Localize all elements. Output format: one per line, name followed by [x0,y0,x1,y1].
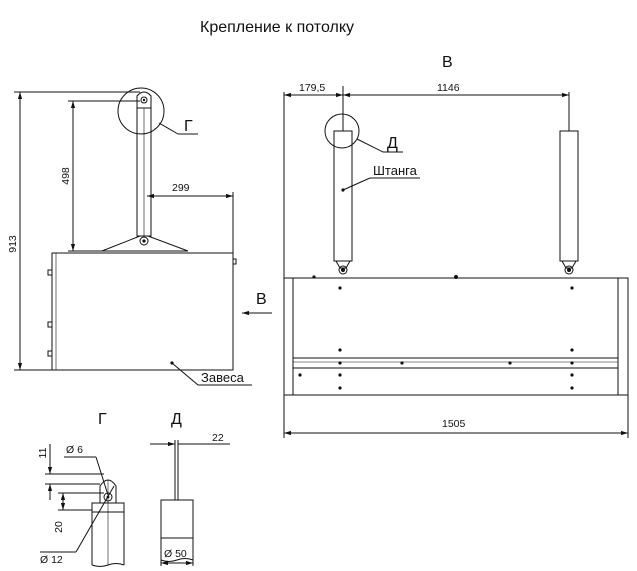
dim-913: 913 [7,235,19,253]
rod-label: Штанга [373,163,418,178]
curtain-body-side [51,252,234,371]
dim-d50: Ø 50 [164,548,187,560]
dim-498: 498 [60,167,72,185]
dim-299: 299 [172,182,190,194]
callout-circle-g [117,87,165,135]
callout-circle-d [324,113,360,149]
rod-right [559,130,579,262]
curtain-body-front [283,277,629,396]
callout-g-label: Г [184,118,193,135]
dim-179-5: 179,5 [299,82,325,94]
detail-d-title: Д [171,411,182,428]
dim-1146: 1146 [437,82,460,94]
front-view-title: В [442,54,453,71]
view-arrow-label: В [256,291,267,308]
dim-d12: Ø 12 [40,554,63,566]
rod-left [333,130,353,262]
dim-22: 22 [212,432,224,444]
detail-d-tube [160,499,194,539]
curtain-label: Завеса [201,370,245,385]
dim-1505: 1505 [442,418,466,430]
side-view: Г 913 498 299 В Завеса [7,87,272,386]
front-view: В [283,54,629,438]
callout-d-label: Д [387,135,398,152]
dim-11: 11 [37,447,49,458]
detail-d: Д 22 Ø 50 [150,411,230,566]
drawing-title: Крепление к потолку [200,19,354,36]
detail-g: Г 11 20 Ø 6 Ø 12 [37,411,125,567]
mount-bracket [101,235,189,252]
dim-d6: Ø 6 [66,444,83,456]
detail-g-title-text: Г [98,411,107,428]
dim-20: 20 [53,521,65,533]
